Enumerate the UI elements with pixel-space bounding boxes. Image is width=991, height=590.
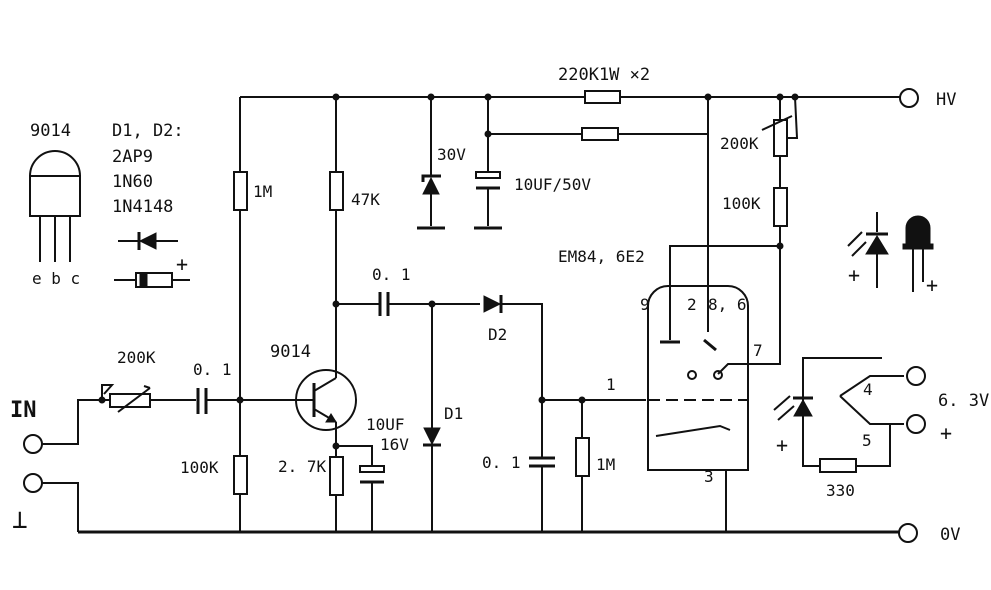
r-1m-grid-label: 1M (596, 455, 615, 474)
pot-200k-top-label: 200K (720, 134, 759, 153)
capacitor-01-collector (336, 292, 480, 316)
in-label: IN (10, 398, 37, 423)
legend-diode-1: 2AP9 (112, 147, 153, 167)
led-symbol (847, 212, 889, 288)
pin-5-label: 5 (862, 431, 872, 450)
resistor-220k-second (488, 127, 708, 141)
r-1m-top-label: 1M (253, 182, 272, 201)
pin-1-label: 1 (606, 375, 616, 394)
led-photo (902, 215, 934, 292)
pin-9-label: 9 (640, 295, 650, 314)
pin-7-label: 7 (753, 341, 763, 360)
legend-transistor-9014 (29, 150, 81, 262)
legend-diode-symbol (118, 232, 178, 250)
hv-terminal (899, 88, 919, 108)
led-symbol-plus: + (848, 263, 860, 287)
capacitor-10uf-50v (474, 97, 502, 230)
capacitor-01-grid (529, 400, 555, 532)
r-330-label: 330 (826, 481, 855, 500)
input-terminal-ground (23, 473, 79, 532)
zero-v-terminal (898, 523, 918, 543)
legend-diodes-title: D1, D2: (112, 121, 184, 141)
resistor-1m-grid (542, 399, 630, 532)
pin-3-label: 3 (704, 467, 714, 486)
legend-diode-2: 1N60 (112, 172, 153, 192)
ground-symbol: ⊥ (12, 505, 28, 535)
d1-label: D1 (444, 404, 463, 423)
heater-plus: + (776, 433, 788, 457)
legend-diode-package (114, 272, 190, 288)
legend-diode-plus: + (176, 252, 188, 276)
resistor-2-7k (329, 446, 344, 532)
zener-30v-label: 30V (437, 145, 466, 164)
legend-pins: e b c (32, 269, 80, 288)
potentiometer-200k-hv (761, 96, 799, 188)
cap-16v-label: 16V (380, 435, 409, 454)
hv-label: HV (936, 90, 956, 110)
heater-led (773, 395, 813, 421)
resistor-1m-bias (233, 97, 248, 400)
heater-terminal-top (906, 366, 926, 386)
legend-9014: 9014 (30, 121, 71, 141)
r-47k-label: 47K (351, 190, 380, 209)
diode-d1 (423, 304, 441, 532)
heater-wiring (802, 357, 904, 473)
c-01-in-label: 0. 1 (193, 360, 232, 379)
v-6-3-plus: + (940, 421, 952, 445)
resistor-220k-top (584, 90, 621, 104)
pin-2-label: 2 (687, 295, 697, 314)
input-potentiometer (98, 384, 196, 413)
legend-diode-3: 1N4148 (112, 197, 173, 217)
resistor-100k-bias (233, 400, 248, 532)
input-terminal-signal (23, 399, 100, 454)
transistor-9014 (295, 369, 357, 446)
transistor-label: 9014 (270, 342, 311, 362)
pin-8-6-label: 8, 6 (708, 295, 747, 314)
c-01-top-label: 0. 1 (372, 265, 411, 284)
c-01-grid-label: 0. 1 (482, 453, 521, 472)
cap-10uf-label: 10UF (366, 415, 405, 434)
r-100k-top-label: 100K (722, 194, 761, 213)
tube-name-label: EM84, 6E2 (558, 247, 645, 266)
cap-10uf-50v-label: 10UF/50V (514, 175, 591, 194)
pot-200k-in-label: 200K (117, 348, 156, 367)
tube-em84 (630, 97, 781, 532)
led-photo-plus: + (926, 273, 938, 297)
pin-4-label: 4 (863, 380, 873, 399)
zero-v-label: 0V (940, 525, 960, 545)
r-220k-note: 220K1W ×2 (558, 65, 650, 85)
heater-terminal-bottom (906, 414, 926, 434)
capacitor-10uf-emitter (336, 445, 385, 532)
v-6-3-label: 6. 3V (938, 391, 989, 411)
r-2-7k-label: 2. 7K (278, 457, 327, 476)
resistor-100k-hv (773, 187, 788, 246)
capacitor-01-input (196, 388, 300, 414)
r-100k-bottom-label: 100K (180, 458, 219, 477)
d2-label: D2 (488, 325, 507, 344)
zener-30v (417, 97, 445, 230)
diode-d2 (483, 295, 543, 400)
resistor-47k (329, 97, 344, 378)
